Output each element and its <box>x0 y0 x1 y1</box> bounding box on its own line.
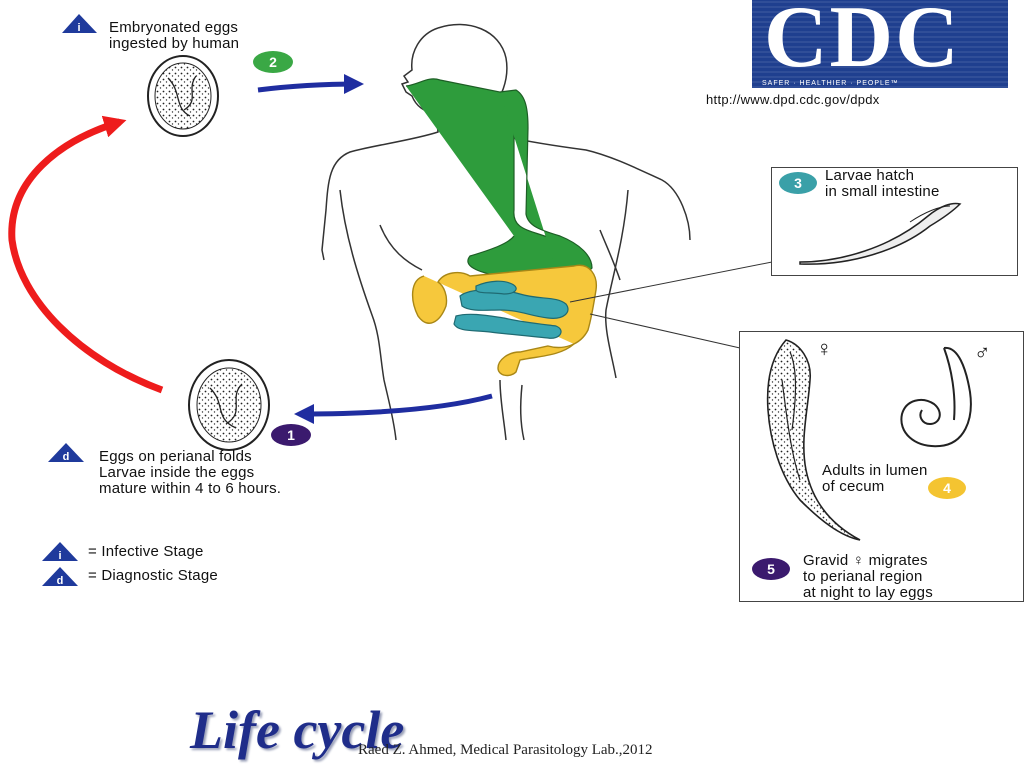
arrow-reinfection <box>8 115 164 394</box>
source-url: http://www.dpd.cdc.gov/dpdx <box>706 92 880 107</box>
svg-text:i: i <box>58 550 61 562</box>
infective-triangle-top: i <box>62 14 97 34</box>
legend-infective-text: = Infective Stage <box>88 543 204 560</box>
legend-diagnostic-triangle: d <box>42 567 78 587</box>
cdc-logo-text: CDC <box>764 0 961 86</box>
arrow-to-mouth <box>257 74 364 95</box>
cdc-logo-tagline: SAFER · HEALTHIER · PEOPLE™ <box>762 80 899 87</box>
label-gravid-line2: to perianal region <box>803 568 923 585</box>
egg-ingested <box>147 55 219 137</box>
label-gravid-line3: at night to lay eggs <box>803 584 933 601</box>
stage-1-badge: 1 <box>271 424 311 446</box>
label-larvae-line1: Larvae hatch <box>825 167 915 184</box>
label-ingested-line2: ingested by human <box>109 35 240 52</box>
diagnostic-triangle-bottom: d <box>48 443 84 463</box>
svg-text:d: d <box>57 575 64 587</box>
slide-title: Life cycle <box>190 700 405 760</box>
cdc-logo: CDC SAFER · HEALTHIER · PEOPLE™ <box>752 0 1008 88</box>
footer-credit: Raed Z. Ahmed, Medical Parasitology Lab.… <box>358 742 653 758</box>
human-silhouette <box>321 23 691 441</box>
male-symbol: ♂ <box>974 340 991 365</box>
svg-text:i: i <box>77 22 80 34</box>
label-ingested-line1: Embryonated eggs <box>109 19 239 36</box>
female-symbol: ♀ <box>816 336 833 361</box>
label-adults-line2: of cecum <box>822 478 885 495</box>
label-perianal-line3: mature within 4 to 6 hours. <box>99 480 282 497</box>
label-perianal-line1: Eggs on perianal folds <box>99 448 252 465</box>
pointer-line-larvae <box>569 261 773 303</box>
legend-diagnostic-text: = Diagnostic Stage <box>88 567 218 584</box>
label-adults-line1: Adults in lumen <box>822 462 928 479</box>
svg-text:d: d <box>63 451 70 463</box>
label-larvae-line2: in small intestine <box>825 183 940 200</box>
egg-perianal <box>188 359 270 451</box>
stage-2-badge: 2 <box>253 51 293 73</box>
small-intestine <box>453 280 569 339</box>
arrow-to-perianal-egg <box>294 393 493 424</box>
label-perianal-line2: Larvae inside the eggs <box>99 464 255 481</box>
label-gravid-line1: Gravid ♀ migrates <box>803 552 928 569</box>
pointer-line-adults <box>589 313 741 349</box>
digestive-tract <box>405 78 593 283</box>
stage-2-number: 2 <box>269 54 277 70</box>
large-intestine <box>411 264 597 377</box>
legend-infective-triangle: i <box>42 542 78 562</box>
stage-1-number: 1 <box>287 427 295 443</box>
